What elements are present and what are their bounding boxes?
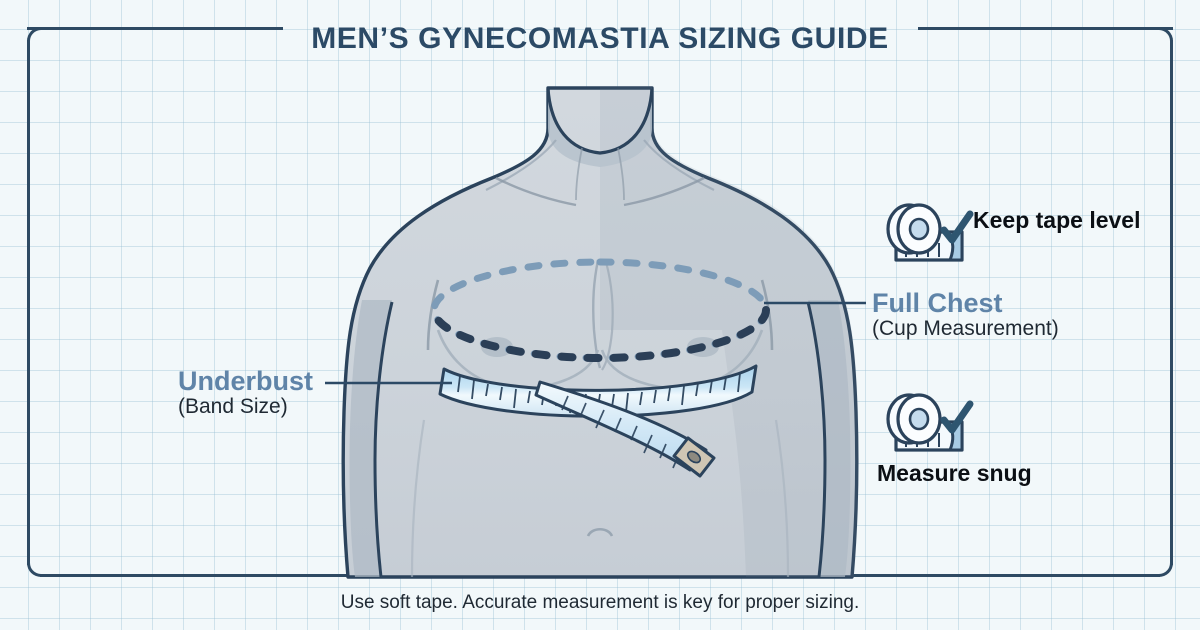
frame-corner-bottom-right [1147, 551, 1173, 577]
frame-border-top-right [918, 27, 1173, 30]
navel [586, 527, 614, 537]
chest-ellipse-near-side [430, 306, 770, 363]
arm-shadow-left [349, 300, 392, 577]
neck-muscle-left [575, 147, 583, 201]
tape-roll-hole-bottom [908, 407, 930, 431]
tape-tail-ticks [561, 395, 680, 469]
clavicle-right [623, 176, 705, 207]
arm-inner-line-right [806, 301, 827, 578]
measuring-tape-around-underbust [438, 364, 758, 478]
neck-muscle-right [617, 147, 625, 201]
full-chest-subtitle: (Cup Measurement) [872, 317, 1059, 341]
full-chest-dashed-ellipse [430, 258, 770, 363]
underbust-subtitle: (Band Size) [178, 395, 288, 419]
neck-base-line [546, 88, 654, 155]
underbust-title: Underbust [178, 366, 313, 396]
page-title: MEN’S GYNECOMASTIA SIZING GUIDE [311, 22, 889, 55]
frame-border-right [1170, 40, 1173, 565]
frame-border-left [27, 40, 30, 565]
arm-inner-line-left [373, 301, 394, 578]
oblique-right [774, 419, 790, 578]
torso-outline [341, 86, 859, 579]
tape-measure-roll-icon [886, 393, 974, 452]
armpit-fold-left [426, 279, 440, 351]
frame-corner-top-right [1147, 27, 1173, 53]
frame-border-top-left [27, 27, 283, 30]
frame-corner-bottom-left [27, 551, 53, 577]
trap-line-left [485, 139, 557, 191]
keep-tape-level-label: Keep tape level [973, 207, 1141, 233]
frame-corner-top-left [27, 27, 53, 53]
checkmark-icon [940, 210, 974, 244]
oblique-left [410, 419, 426, 578]
underbust-label-group: Underbust (Band Size) [178, 367, 338, 419]
footer-note: Use soft tape. Accurate measurement is k… [340, 592, 860, 613]
sternum-line-right [601, 261, 614, 371]
checkmark-icon [940, 400, 974, 434]
trap-line-right [643, 139, 715, 191]
full-chest-label-group: Full Chest (Cup Measurement) [872, 289, 1172, 341]
tape-measure-roll-icon [886, 203, 974, 262]
neck-shadow [548, 88, 652, 167]
measure-snug-label: Measure snug [877, 460, 1032, 486]
full-chest-title: Full Chest [872, 288, 1003, 318]
clavicle-left [495, 176, 577, 207]
tape-end-clip-hole [686, 450, 702, 464]
arm-shadow-right [808, 300, 851, 577]
tape-roll-hole-top [908, 217, 930, 241]
